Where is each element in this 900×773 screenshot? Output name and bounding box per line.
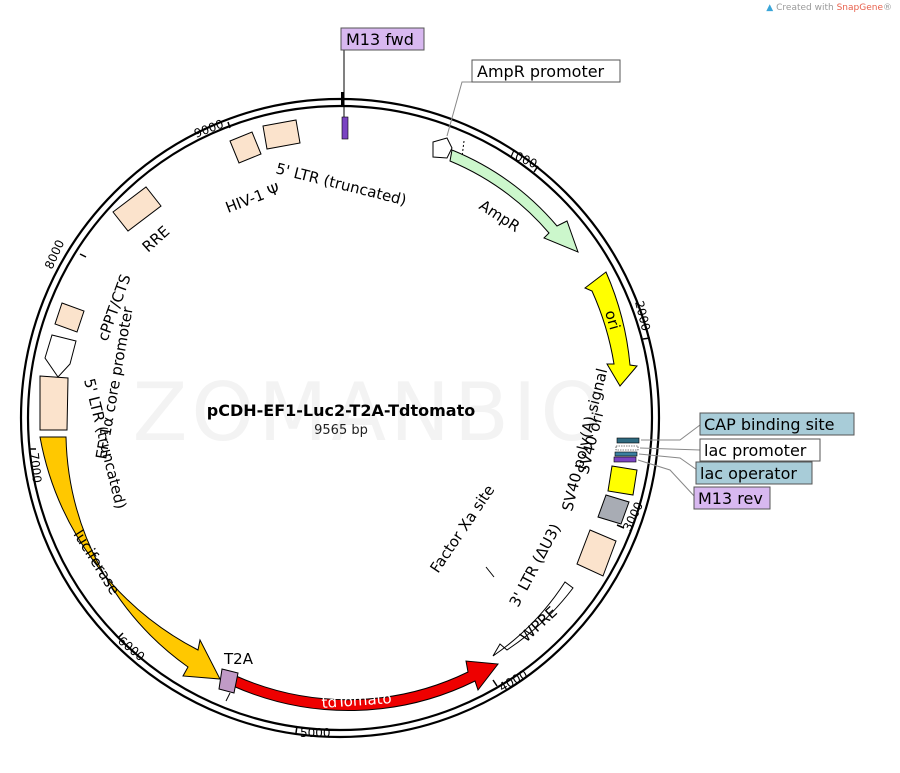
backbone-inner bbox=[26, 104, 654, 732]
wpre-label: WPRE bbox=[516, 603, 560, 646]
lac-promoter-box bbox=[699, 438, 821, 462]
rre-label: RRE bbox=[139, 222, 174, 256]
factor-xa-mark bbox=[485, 566, 495, 578]
plasmid-size: 9565 bp bbox=[314, 423, 368, 438]
tick-9000: 9000 bbox=[192, 117, 226, 141]
m13-fwd-site-mark bbox=[341, 92, 344, 106]
snapgene-logo-icon: ▲ bbox=[766, 3, 774, 13]
tick-8000: 8000 bbox=[42, 238, 67, 272]
ampr-promoter-label: AmpR promoter bbox=[477, 62, 605, 81]
tdtomato-feature bbox=[232, 660, 499, 711]
ampr-promoter-feature bbox=[432, 137, 453, 159]
ori-feature bbox=[584, 271, 638, 387]
ampr-feature bbox=[449, 149, 579, 253]
cap-binding-box bbox=[699, 412, 855, 436]
tick-marks bbox=[29, 121, 651, 734]
wpre-feature bbox=[492, 581, 574, 657]
plasmid-name: pCDH-EF1-Luc2-T2A-Tdtomato bbox=[207, 401, 475, 420]
sv40-ori-feature bbox=[607, 465, 638, 496]
ltr5-top-label: 5' LTR (truncated) bbox=[274, 159, 408, 209]
tdtomato-label: tdTomato bbox=[321, 689, 392, 712]
ori-label: ori bbox=[601, 308, 624, 332]
lac-operator-feature bbox=[614, 451, 638, 457]
sv40-polya-feature bbox=[597, 494, 630, 525]
tick-5000: 5000 bbox=[300, 726, 331, 740]
t2a-feature bbox=[218, 668, 239, 694]
ampr-promoter-boundary bbox=[461, 140, 465, 158]
t2a-tail bbox=[225, 692, 231, 702]
factor-xa-label: Factor Xa site bbox=[426, 482, 498, 577]
m13-rev-box bbox=[693, 486, 771, 510]
m13-fwd-box bbox=[340, 27, 425, 51]
cppt-feature bbox=[54, 302, 85, 333]
m13-fwd-label: M13 fwd bbox=[346, 30, 414, 49]
m13-fwd-feature bbox=[341, 116, 349, 140]
snapgene-credit: ▲Created with SnapGene® bbox=[766, 3, 892, 13]
credit-prefix: Created with bbox=[776, 3, 834, 13]
ampr-label: AmpR bbox=[476, 196, 523, 236]
credit-brand: SnapGene bbox=[836, 3, 883, 13]
cap-binding-site-feature bbox=[616, 437, 640, 444]
ef1a-promoter-feature bbox=[44, 334, 77, 378]
cap-binding-label: CAP binding site bbox=[704, 415, 834, 434]
ltr5-top-feature bbox=[262, 119, 301, 150]
hiv-psi-feature bbox=[229, 131, 262, 164]
t2a-label: T2A bbox=[223, 650, 254, 668]
lac-promoter-label: lac promoter bbox=[704, 441, 807, 460]
backbone-outer bbox=[19, 97, 661, 739]
ltr5-left-feature bbox=[39, 375, 69, 431]
tick-1000: 1000 bbox=[506, 146, 540, 171]
tick-7000: 7000 bbox=[27, 452, 44, 484]
lac-operator-label: lac operator bbox=[700, 464, 797, 483]
tick-4000: 4000 bbox=[497, 667, 530, 694]
hiv-psi-label: HIV-1 Ψ bbox=[223, 180, 282, 217]
credit-mark: ® bbox=[883, 3, 892, 13]
ampr-promoter-box bbox=[471, 59, 621, 83]
callout-leaders bbox=[446, 81, 701, 499]
m13-rev-feature bbox=[613, 456, 637, 463]
luciferase-feature bbox=[39, 436, 221, 680]
rre-feature bbox=[112, 186, 162, 232]
lac-operator-box bbox=[695, 461, 813, 485]
watermark: ZOMANBIO bbox=[133, 366, 608, 459]
lac-promoter-feature bbox=[615, 445, 639, 451]
m13-rev-label: M13 rev bbox=[698, 489, 763, 508]
ltr3-feature bbox=[576, 529, 617, 577]
